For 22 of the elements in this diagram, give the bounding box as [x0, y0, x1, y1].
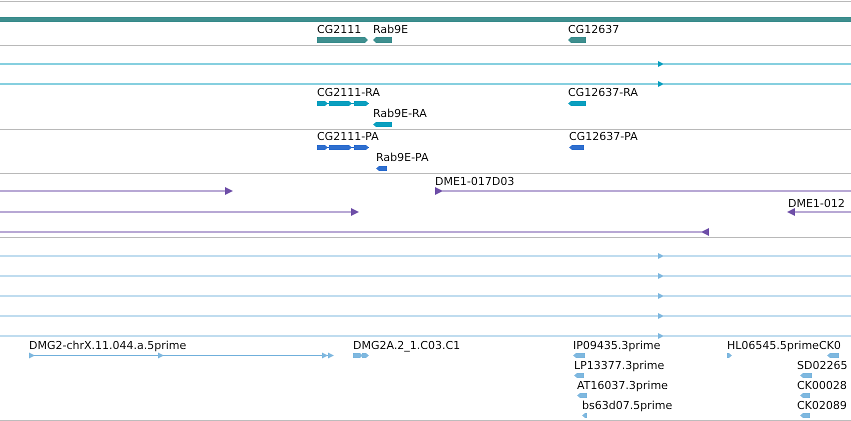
gene-label: CG12637	[568, 23, 620, 36]
est-label: CK0	[819, 339, 841, 352]
transcript-label: CG12637-RA	[568, 86, 638, 99]
est-label: DMG2A.2_1.C03.C1	[353, 339, 460, 352]
est-label: DMG2-chrX.11.044.a.5prime	[29, 339, 186, 352]
est-label: HL06545.5prime	[727, 339, 819, 352]
est-label: IP09435.3prime	[573, 339, 660, 352]
gene-label: CG2111	[317, 23, 362, 36]
est-label: AT16037.3prime	[577, 379, 668, 392]
est-label: LP13377.3prime	[574, 359, 664, 372]
clone-label: DME1-012	[788, 197, 845, 210]
protein-label: Rab9E-PA	[376, 151, 428, 164]
est-label: bs63d07.5prime	[582, 399, 672, 412]
est-label: CK02089	[797, 399, 847, 412]
protein-label: CG2111-PA	[317, 130, 379, 143]
gene-label: Rab9E	[373, 23, 408, 36]
transcript-label: Rab9E-RA	[373, 107, 427, 120]
est-label: CK00028	[797, 379, 847, 392]
transcript-label: CG2111-RA	[317, 86, 380, 99]
clone-label: DME1-017D03	[435, 175, 514, 188]
protein-label: CG12637-PA	[569, 130, 638, 143]
est-label: SD02265	[797, 359, 848, 372]
